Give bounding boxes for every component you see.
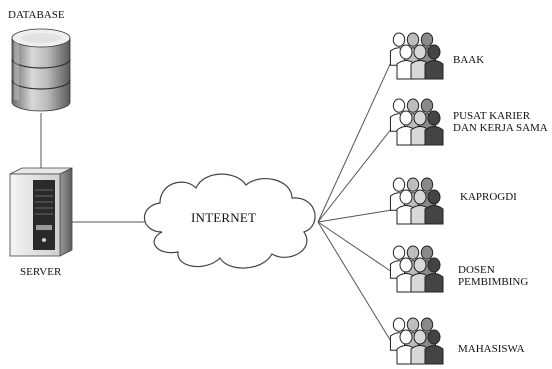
user-group-icon-dosen-pembimbing xyxy=(389,245,444,293)
user-group-icon-mahasiswa xyxy=(389,317,444,365)
line-internet-baak xyxy=(317,59,393,223)
group-label-pusat-karier: PUSAT KARIER DAN KERJA SAMA xyxy=(453,110,548,134)
user-groups xyxy=(389,32,444,365)
server-label: SERVER xyxy=(20,266,62,278)
person-icon xyxy=(424,44,444,80)
group-label-line: MAHASISWA xyxy=(458,343,525,355)
group-label-dosen-pembimbing: DOSEN PEMBIMBING xyxy=(458,264,528,288)
database-label: DATABASE xyxy=(8,9,65,21)
group-label-line: BAAK xyxy=(453,54,485,66)
group-label-line: DOSEN xyxy=(458,264,495,276)
group-label-line: DAN KERJA SAMA xyxy=(453,122,548,134)
person-icon xyxy=(424,189,444,225)
server-icon xyxy=(9,167,73,257)
group-label-line: PEMBIMBING xyxy=(458,276,529,288)
line-internet-dosen xyxy=(317,221,393,273)
group-label-baak: BAAK xyxy=(453,54,484,66)
group-label-mahasiswa: MAHASISWA xyxy=(458,343,525,355)
group-label-line: PUSAT KARIER xyxy=(453,110,531,122)
line-internet-kaprogdi xyxy=(317,209,393,223)
internet-label: INTERNET xyxy=(191,210,257,225)
line-internet-mahasiswa xyxy=(317,221,393,344)
group-label-line: KAPROGDI xyxy=(460,191,517,203)
person-icon xyxy=(424,329,444,365)
user-group-icon-baak xyxy=(389,32,444,80)
cloud-icon xyxy=(143,173,316,269)
group-label-kaprogdi: KAPROGDI xyxy=(460,191,517,203)
person-icon xyxy=(424,257,444,293)
line-internet-pusat xyxy=(317,127,393,223)
user-group-icon-pusat-karier xyxy=(389,98,444,146)
database-icon xyxy=(11,28,71,112)
person-icon xyxy=(424,110,444,146)
user-group-icon-kaprogdi xyxy=(389,177,444,225)
connector-lines xyxy=(40,59,393,344)
